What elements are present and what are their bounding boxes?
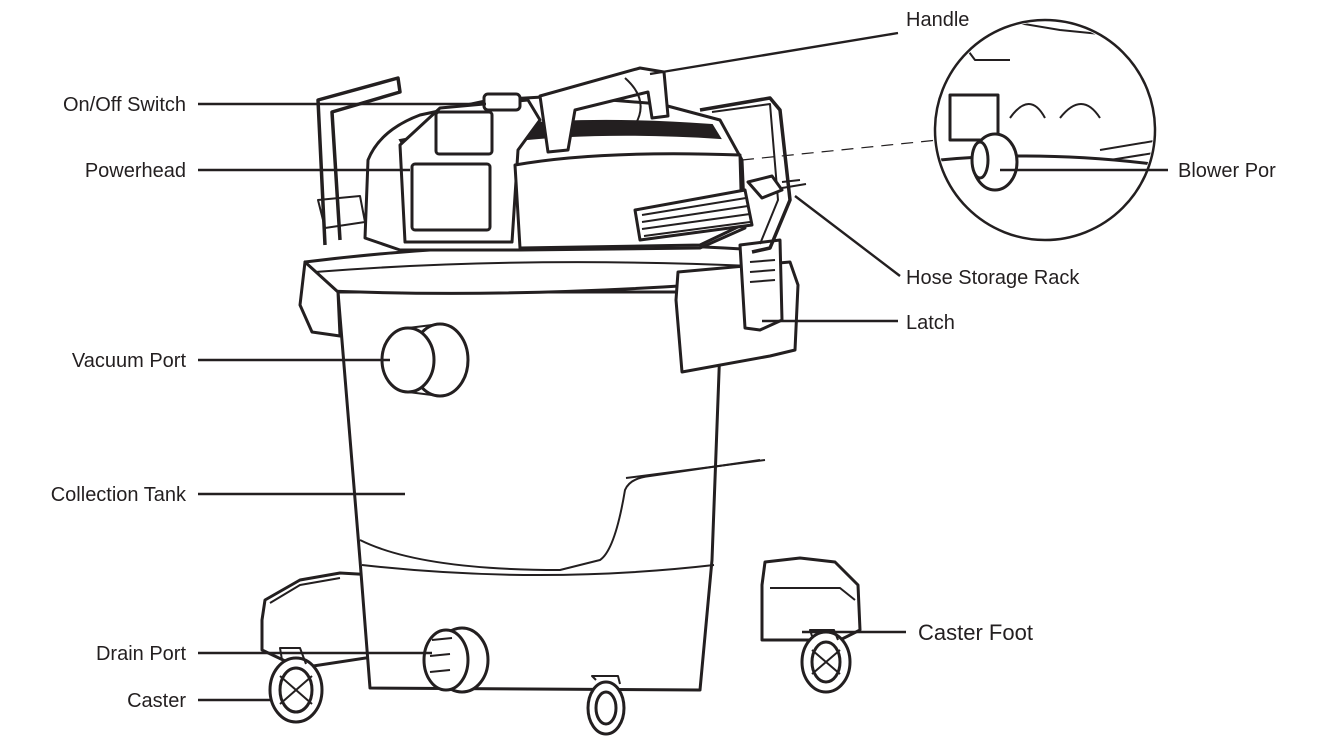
label-on-off-switch: On/Off Switch (63, 94, 186, 116)
on-off-switch-graphic (482, 92, 522, 112)
vacuum-port-graphic (380, 322, 470, 398)
blower-port-detail (933, 18, 1157, 242)
right-caster-foot (760, 556, 862, 642)
label-hose-storage-rack: Hose Storage Rack (906, 267, 1080, 289)
label-collection-tank: Collection Tank (51, 484, 187, 506)
drain-port-graphic (422, 626, 490, 694)
casters-graphic (268, 629, 852, 736)
label-vacuum-port: Vacuum Port (72, 350, 187, 372)
label-caster: Caster (127, 690, 186, 712)
label-handle: Handle (906, 9, 969, 31)
handle-graphic (538, 66, 670, 154)
callout-labels: Handle On/Off Switch Powerhead Blower Po… (51, 9, 1276, 712)
label-drain-port: Drain Port (96, 643, 186, 665)
latch-graphic (674, 238, 800, 374)
label-blower-port: Blower Por (1178, 160, 1276, 182)
powerhead-graphic (363, 92, 754, 252)
leader-lines (198, 31, 1168, 702)
label-powerhead: Powerhead (85, 160, 186, 182)
side-grille (633, 188, 754, 242)
label-latch: Latch (906, 312, 955, 334)
label-caster-foot: Caster Foot (918, 620, 1033, 645)
detail-reference-line (741, 139, 939, 161)
hose-storage-rack-graphic (316, 76, 807, 254)
